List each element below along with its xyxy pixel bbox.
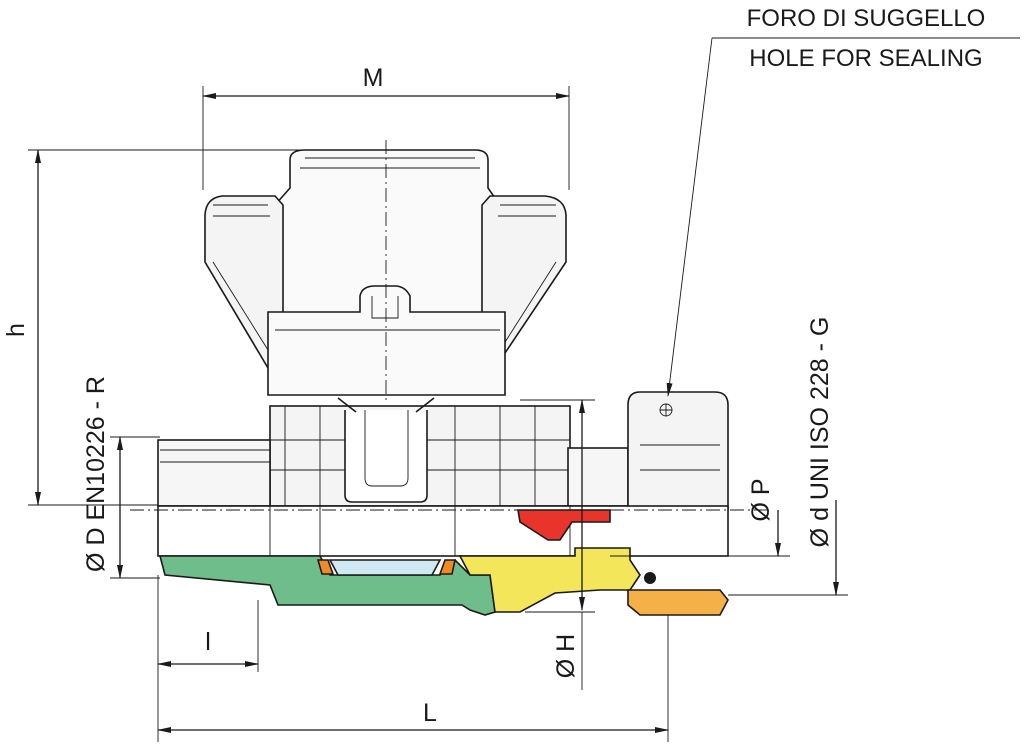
label-M: M: [363, 64, 384, 92]
valve-section: [130, 505, 770, 616]
orange-seal-right: [438, 559, 456, 575]
label-L: L: [423, 699, 437, 727]
label-P: Ø P: [747, 478, 775, 521]
label-l: l: [205, 628, 211, 656]
orange-seal-left: [316, 559, 335, 575]
ball-seat: [328, 559, 442, 576]
orange-nut: [627, 589, 729, 616]
label-D: Ø D EN10226 - R: [82, 376, 110, 572]
label-H: Ø H: [552, 634, 580, 678]
handle: [204, 140, 567, 400]
valve-body-upper: [157, 391, 729, 511]
label-h: h: [2, 323, 30, 337]
dimensions: [28, 37, 1020, 742]
red-seal: [517, 509, 611, 541]
note-foro-di-suggello: FORO DI SUGGELLO: [747, 5, 986, 32]
note-hole-for-sealing: HOLE FOR SEALING: [749, 45, 982, 72]
label-d: Ø d UNI ISO 228 - G: [806, 317, 834, 548]
